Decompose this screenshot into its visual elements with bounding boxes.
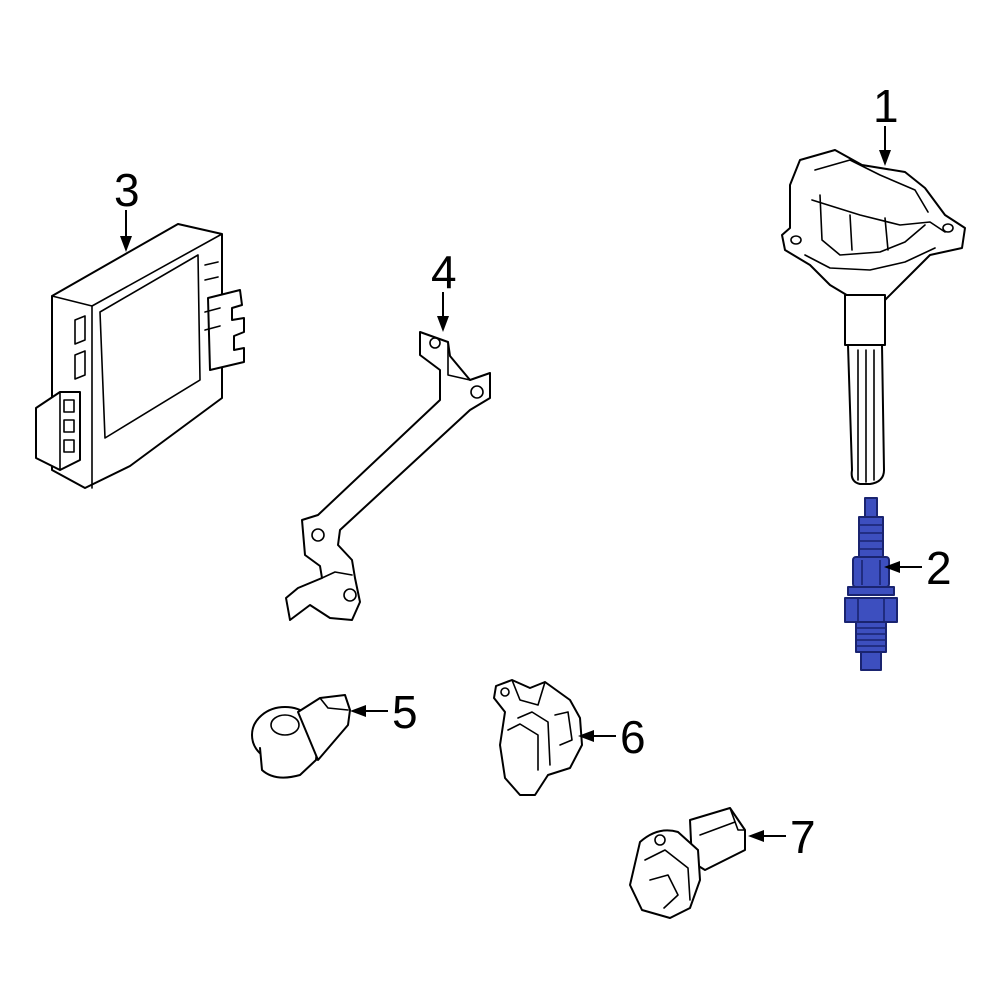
callout-7-arrowhead: [748, 830, 764, 842]
callout-4[interactable]: 4: [431, 246, 457, 332]
spark-plug[interactable]: [844, 497, 898, 671]
callout-number-4: 4: [431, 246, 457, 298]
callout-6-arrowhead: [578, 730, 594, 742]
camshaft-position-sensor[interactable]: [493, 679, 583, 796]
callout-number-5: 5: [392, 686, 418, 738]
ignition-coil[interactable]: [781, 149, 966, 485]
callout-6[interactable]: 6: [578, 711, 646, 763]
mounting-bracket[interactable]: [285, 331, 491, 621]
crankshaft-position-sensor[interactable]: [629, 807, 746, 919]
callout-5-arrowhead: [350, 705, 366, 717]
engine-control-module[interactable]: [35, 223, 245, 489]
callout-7[interactable]: 7: [748, 811, 816, 863]
callout-2-arrowhead: [884, 561, 900, 573]
callout-number-1: 1: [873, 80, 899, 132]
callout-1-arrowhead: [879, 150, 891, 166]
callout-number-2: 2: [926, 542, 952, 594]
knock-sensor[interactable]: [251, 694, 351, 779]
callout-3-arrowhead: [120, 236, 132, 252]
callout-5[interactable]: 5: [350, 686, 418, 738]
callout-2[interactable]: 2: [884, 542, 952, 594]
callout-number-3: 3: [114, 164, 140, 216]
callout-number-6: 6: [620, 711, 646, 763]
callout-3[interactable]: 3: [114, 164, 140, 252]
callout-number-7: 7: [790, 811, 816, 863]
callout-4-arrowhead: [437, 316, 449, 332]
callout-1[interactable]: 1: [873, 80, 899, 166]
